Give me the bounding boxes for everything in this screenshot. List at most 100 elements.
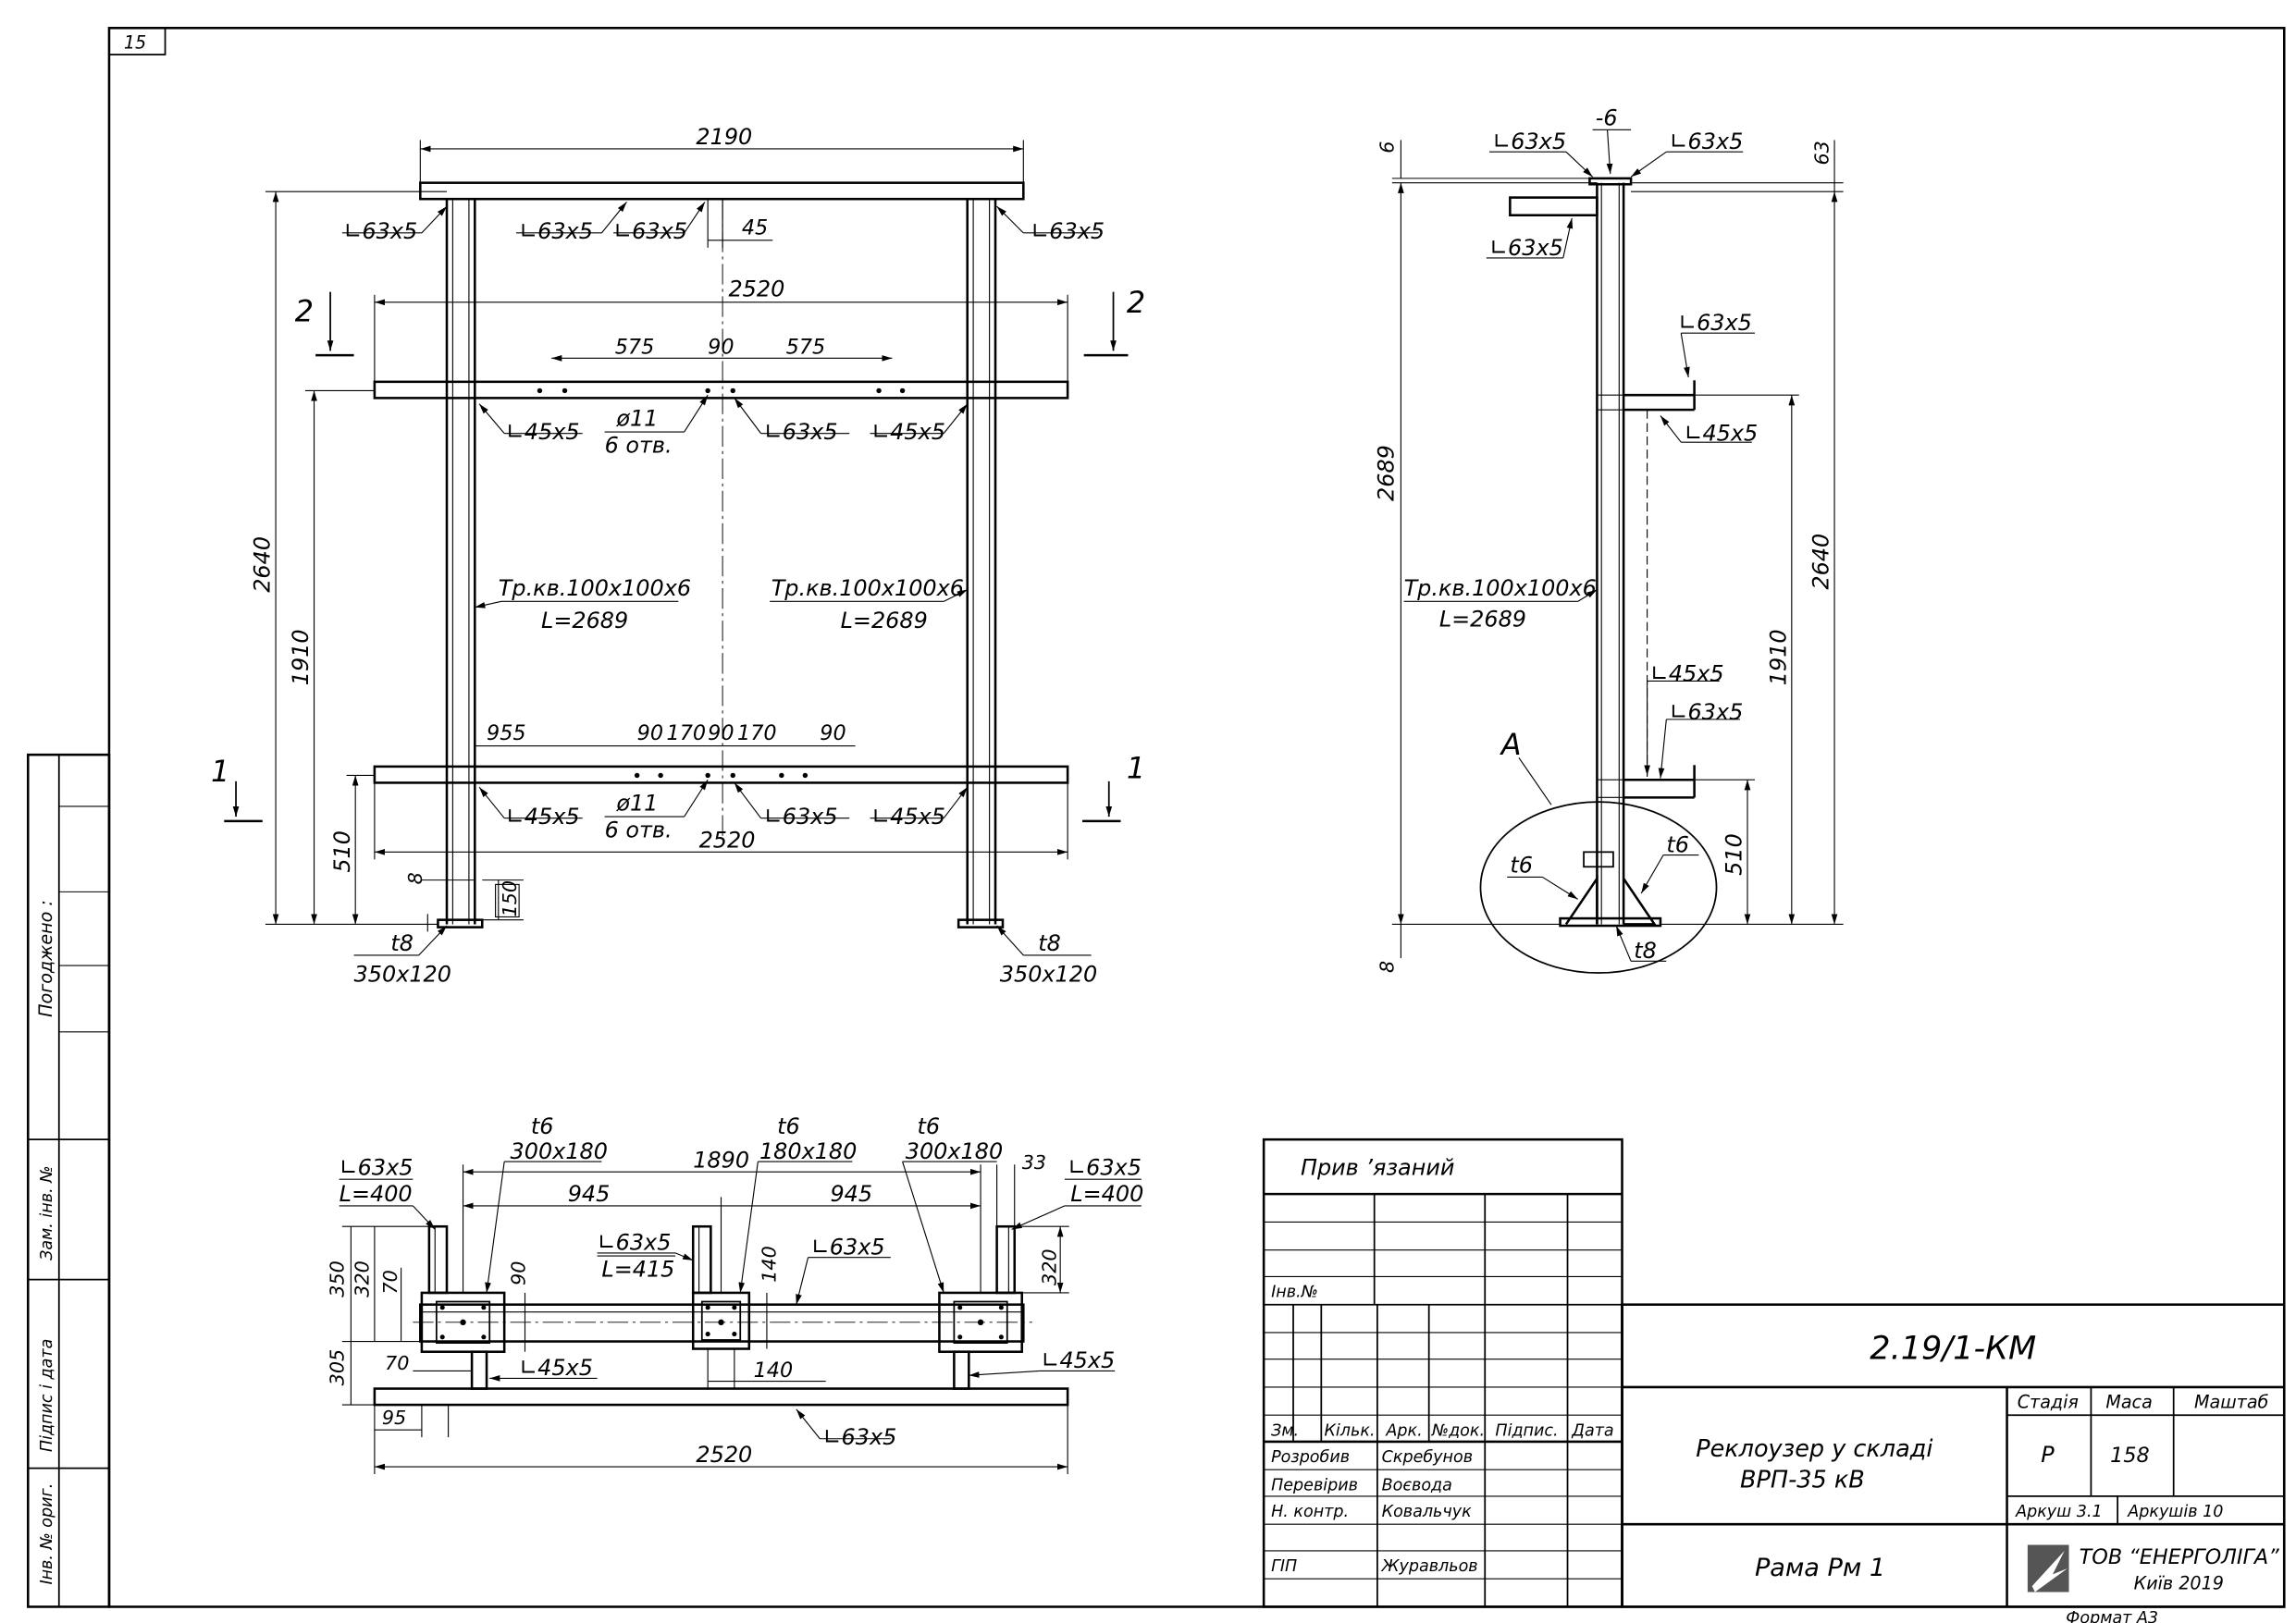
margin-replace-inv: Зам. інв. № <box>38 1166 56 1260</box>
margin-agreed: Погоджено : <box>35 900 56 1017</box>
detail-a-label: A <box>1500 727 1522 762</box>
title-block: Прив ’язаний Інв.№ Зм. Кільк. Арк. №док.… <box>1262 1137 2286 1608</box>
svg-text:300х180: 300х180 <box>511 1138 608 1164</box>
stage-header: Стадія <box>2018 1391 2079 1412</box>
leader-label-center-top-2: ∟63x5 <box>613 202 706 244</box>
plan-label-plate-left: t6 300х180 <box>485 1113 608 1294</box>
section-marker-2-right: 2 <box>1083 285 1145 357</box>
svg-text:t6: t6 <box>531 1113 554 1139</box>
side-label-tube: Тр.кв.100х100х6 L=2689 <box>1403 575 1598 632</box>
svg-text:∟63x5: ∟63x5 <box>823 1424 897 1450</box>
plan-dim-70-h: 70 <box>385 1352 409 1374</box>
side-label-strip: -6 <box>1592 105 1632 175</box>
svg-text:∟63x5: ∟63x5 <box>1670 129 1744 154</box>
bottom-cantilever <box>1597 765 1696 799</box>
sheet-number: 15 <box>124 32 146 54</box>
top-angle <box>1509 196 1599 216</box>
plan-angle-center <box>691 1224 712 1295</box>
front-view: 2190 2520 575 90 575 955 90 170 90 170 9… <box>211 124 1145 987</box>
plan-angle-left <box>427 1224 449 1295</box>
plan-label-plate-center: t6 180х180 <box>738 1113 857 1294</box>
svg-text:L=400: L=400 <box>339 1181 413 1207</box>
role-norm-control: Н. контр. <box>1271 1503 1349 1521</box>
title-attached: Прив ’язаний <box>1301 1154 1454 1180</box>
name-checker: Воєвода <box>1382 1477 1452 1495</box>
svg-text:∟63x5: ∟63x5 <box>764 804 838 830</box>
drawing-name: Рама Рм 1 <box>1755 1554 1885 1582</box>
dim-170-b1: 170 <box>667 721 707 745</box>
city-year: Київ 2019 <box>2134 1572 2224 1593</box>
top-cap-strip <box>1588 177 1633 186</box>
svg-text:350х120: 350х120 <box>1000 962 1097 988</box>
svg-text:2: 2 <box>295 293 314 328</box>
doc-code: 2.19/1-КМ <box>1870 1330 2036 1368</box>
svg-text:∟45x5: ∟45x5 <box>1650 660 1724 686</box>
leader-label-left-top: ∟63x5 <box>341 205 448 244</box>
middle-beam <box>373 380 1069 400</box>
svg-text:350х120: 350х120 <box>354 962 451 988</box>
side-dim-6: 6 <box>1376 141 1398 154</box>
svg-text:∟63x5: ∟63x5 <box>1678 310 1752 336</box>
leader-label-mid-center: ∟63x5 <box>734 398 850 445</box>
right-column <box>966 199 997 925</box>
plan-dim-350: 350 <box>326 1260 348 1297</box>
side-dim-2689: 2689 <box>1373 445 1399 501</box>
svg-text:1: 1 <box>211 754 229 789</box>
col-ark: Арк. <box>1385 1422 1422 1441</box>
svg-text:6 отв.: 6 отв. <box>605 432 673 458</box>
side-label-t6-right: t6 <box>1640 831 1699 894</box>
plan-dim-140-h: 140 <box>754 1359 794 1383</box>
dim-575-right: 575 <box>786 336 826 360</box>
base-gussets <box>1564 874 1657 926</box>
left-margin-strip: Погоджено : Зам. інв. № Підпис і дата Ін… <box>27 753 111 1608</box>
dim-510: 510 <box>329 830 355 873</box>
side-label-mid-45: ∟45x5 <box>1660 415 1758 447</box>
svg-text:2: 2 <box>1127 285 1145 320</box>
side-label-bot-45: ∟45x5 <box>1644 660 1724 776</box>
section-marker-1-right: 1 <box>1082 751 1145 823</box>
name-norm-control: Ковальчук <box>1382 1503 1472 1521</box>
plan-label-brace-45-right: ∟45x5 <box>969 1347 1115 1378</box>
title-inv: Інв.№ <box>1271 1284 1318 1302</box>
plan-dim-320-right: 320 <box>1038 1248 1060 1285</box>
leader-label-bot-center: ∟63x5 <box>734 782 850 830</box>
top-beam <box>419 181 1025 201</box>
svg-text:Тр.кв.100х100х6: Тр.кв.100х100х6 <box>772 575 964 601</box>
svg-text:t6: t6 <box>1510 853 1533 879</box>
plan-dim-1890: 1890 <box>693 1147 749 1173</box>
dim-575-left: 575 <box>615 336 655 360</box>
svg-text:t8: t8 <box>1634 938 1657 964</box>
margin-inv-orig: Інв. № ориг. <box>38 1483 56 1585</box>
svg-text:L=415: L=415 <box>601 1256 674 1282</box>
svg-text:∟63x5: ∟63x5 <box>519 218 593 244</box>
tube-label-right: Тр.кв.100х100х6 L=2689 <box>770 575 968 633</box>
tube-label-left: Тр.кв.100х100х6 L=2689 <box>475 575 691 633</box>
base-plate-left <box>437 918 484 928</box>
svg-text:ø11: ø11 <box>615 406 658 432</box>
svg-text:∟63x5: ∟63x5 <box>1489 235 1563 261</box>
plan-dim-945-left: 945 <box>568 1181 611 1207</box>
plan-angle-right <box>995 1224 1017 1295</box>
svg-text:∟63x5: ∟63x5 <box>613 218 687 244</box>
side-dim-8: 8 <box>1376 961 1398 973</box>
mid-cantilever <box>1597 380 1696 412</box>
svg-text:t6: t6 <box>777 1113 800 1139</box>
base-plate-right <box>957 918 1005 928</box>
leader-label-mid-left: ∟45x5 <box>478 403 583 445</box>
col-kilk: Кільк. <box>1324 1422 1375 1441</box>
svg-text:180х180: 180х180 <box>759 1138 857 1164</box>
dim-90-b3: 90 <box>820 721 846 745</box>
holes-bottom <box>634 772 809 779</box>
hole-callout-bottom: ø11 6 отв. <box>605 779 709 842</box>
side-label-t8: t8 <box>1615 925 1667 964</box>
svg-text:∟63x5: ∟63x5 <box>811 1234 885 1260</box>
svg-text:-6: -6 <box>1596 105 1618 130</box>
dim-170-b2: 170 <box>737 721 777 745</box>
svg-text:1: 1 <box>1127 751 1145 786</box>
side-label-mid-63: ∟63x5 <box>1678 310 1755 378</box>
plan-dim-945-right: 945 <box>830 1181 872 1207</box>
side-dim-510: 510 <box>1722 833 1747 876</box>
leader-label-bot-right: ∟45x5 <box>870 786 969 830</box>
plan-label-right-angle: ∟63x5 L=400 <box>1011 1154 1143 1230</box>
dim-90-b2: 90 <box>708 721 734 745</box>
